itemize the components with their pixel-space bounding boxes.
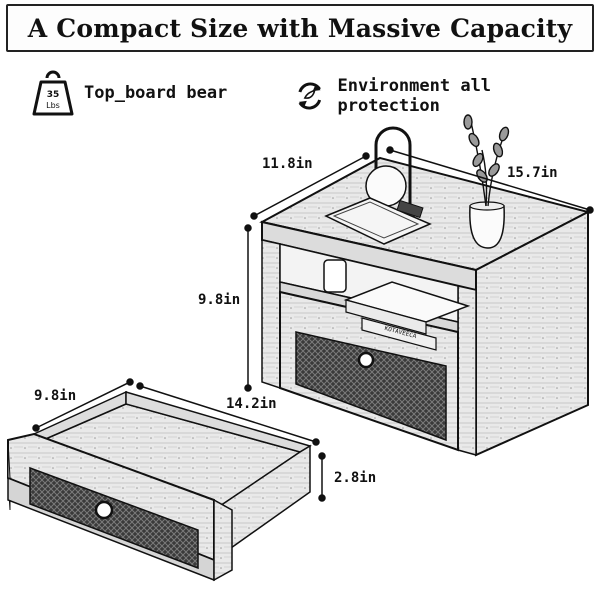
drawer-handle-icon xyxy=(357,351,375,369)
glass xyxy=(323,259,347,293)
recycle-icon xyxy=(298,82,322,110)
feature-eco-label: Environment all protection xyxy=(337,76,492,116)
weight-icon: 35 Lbs xyxy=(32,70,74,116)
feature-weight-label: Top_board bear xyxy=(84,83,228,103)
nightstand-cabinet: KOTAVEECA xyxy=(259,114,591,457)
drawer-height-label: 2.8in xyxy=(334,470,377,486)
drawer-rattan-panel xyxy=(29,466,199,570)
cabinet-width-label: 15.7in xyxy=(507,165,558,181)
weight-badge-unit: Lbs xyxy=(46,101,60,110)
lamp xyxy=(374,126,412,214)
page-title: A Compact Size with Massive Capacity xyxy=(27,13,573,43)
plant xyxy=(463,114,510,207)
cabinet-depth-label: 11.8in xyxy=(262,156,313,172)
drawer-width-label: 14.2in xyxy=(226,396,277,412)
rattan-panel xyxy=(295,331,447,442)
title-banner: A Compact Size with Massive Capacity xyxy=(6,4,594,52)
drawer-unit xyxy=(7,390,312,582)
vase xyxy=(469,205,505,249)
cabinet-height-label: 9.8in xyxy=(198,292,241,308)
weight-badge-value: 35 xyxy=(47,90,60,100)
feature-weight: 35 Lbs Top_board bear xyxy=(32,70,227,116)
feature-eco: Environment all protection xyxy=(292,76,600,116)
drawer-depth-label: 9.8in xyxy=(34,388,77,404)
drawer-handle-icon xyxy=(94,500,114,520)
